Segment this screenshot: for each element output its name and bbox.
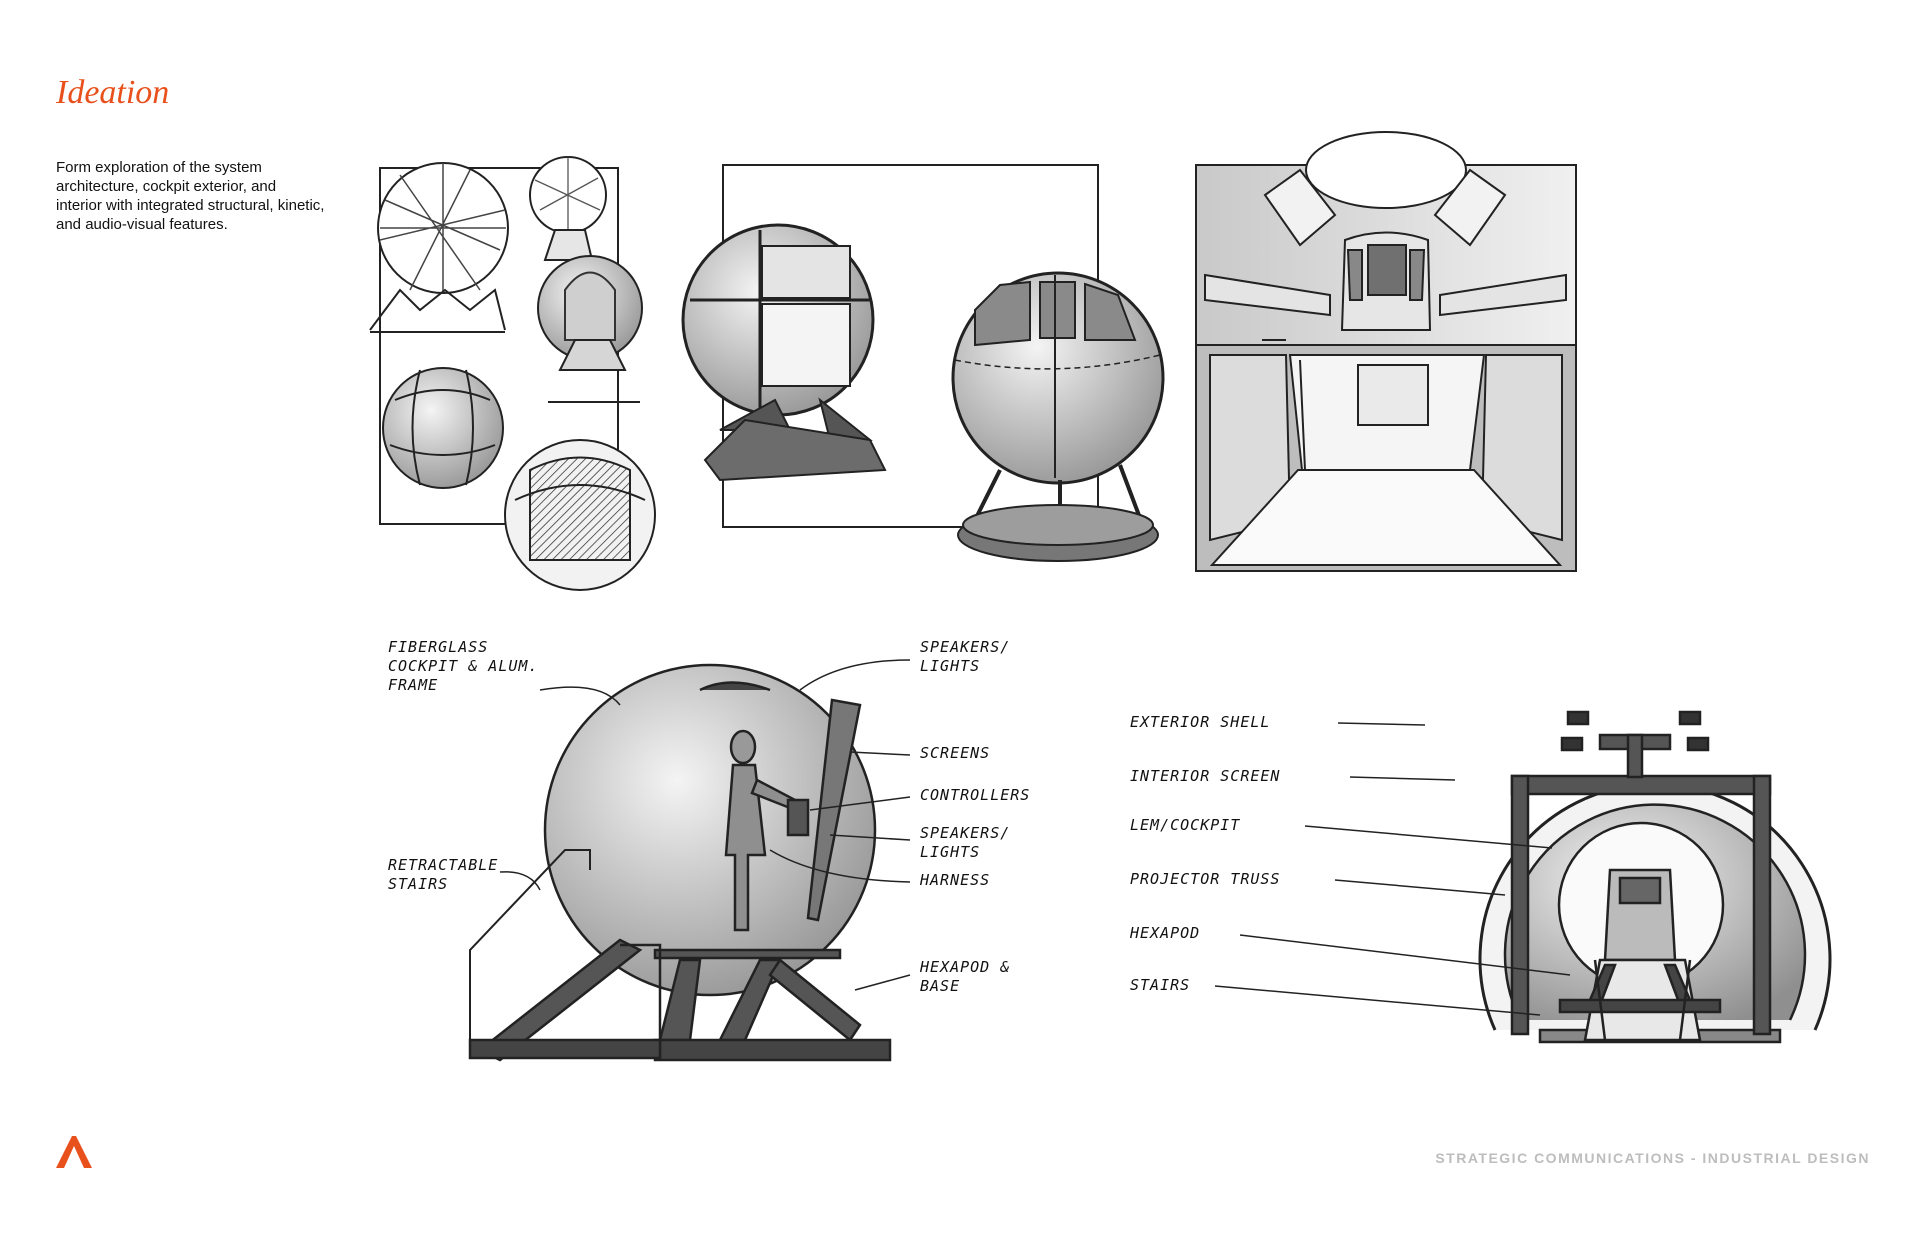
label-speakers-mid-2: LIGHTS	[920, 843, 980, 861]
label-projector-truss: PROJECTOR TRUSS	[1130, 870, 1280, 888]
footer-text: STRATEGIC COMMUNICATIONS - INDUSTRIAL DE…	[1435, 1150, 1870, 1166]
side-view-labels: FIBERGLASS COCKPIT & ALUM. FRAME SPEAKER…	[388, 638, 1030, 995]
label-frame-3: FRAME	[388, 676, 438, 694]
label-speakers-mid-1: SPEAKERS/	[920, 824, 1010, 842]
label-stairs-2: STAIRS	[388, 875, 448, 893]
front-view-labels: EXTERIOR SHELL INTERIOR SCREEN LEM/COCKP…	[1129, 713, 1571, 1016]
label-hexapod-2: BASE	[920, 977, 960, 995]
label-exterior-shell: EXTERIOR SHELL	[1130, 713, 1270, 731]
label-stairs: STAIRS	[1130, 976, 1190, 994]
label-harness: HARNESS	[919, 871, 990, 889]
label-stairs-1: RETRACTABLE	[388, 856, 498, 874]
cockpit-interior-sketch	[1195, 131, 1577, 572]
label-speakers-top-1: SPEAKERS/	[920, 638, 1010, 656]
front-view-sketch	[1478, 710, 1832, 1044]
side-view-cutaway-sketch	[468, 663, 892, 1062]
label-screens: SCREENS	[920, 744, 990, 762]
label-lem-cockpit: LEM/COCKPIT	[1130, 816, 1240, 834]
sphere-exploration-sketches	[369, 156, 656, 591]
page-description: Form exploration of the system architect…	[56, 159, 325, 233]
label-interior-screen: INTERIOR SCREEN	[1130, 767, 1280, 785]
label-frame-1: FIBERGLASS	[388, 638, 488, 656]
cockpit-pod-sketches	[681, 164, 1165, 562]
label-frame-2: COCKPIT & ALUM.	[388, 657, 538, 675]
label-hexapod-1: HEXAPOD &	[919, 958, 1010, 976]
caret-a-logo-icon	[56, 1136, 92, 1168]
page-title: Ideation	[56, 74, 170, 111]
label-speakers-top-2: LIGHTS	[920, 657, 980, 675]
label-controllers: CONTROLLERS	[920, 786, 1030, 804]
label-hexapod: HEXAPOD	[1129, 924, 1200, 942]
